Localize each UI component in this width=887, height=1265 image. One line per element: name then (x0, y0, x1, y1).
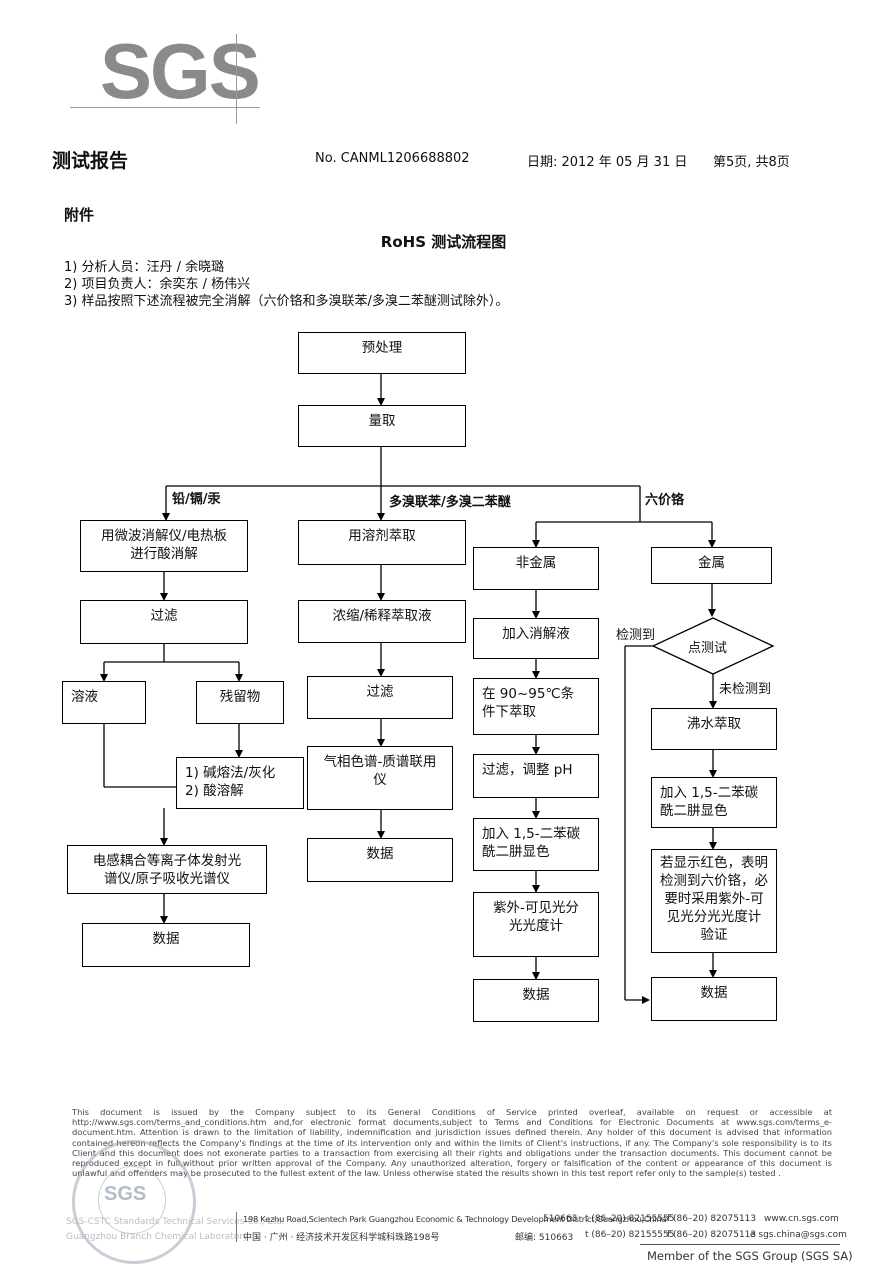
logo-divider-vertical (236, 34, 237, 124)
box-filter-adjust-ph: 过滤，调整 pH (473, 754, 599, 798)
box-filter-col1: 过滤 (80, 600, 248, 644)
diamond-spot-test: 点测试 (688, 641, 728, 656)
box-uv-vis: 紫外-可见光分光光度计 (473, 892, 599, 957)
box-acid-digestion: 用微波消解仪/电热板进行酸消解 (80, 520, 248, 572)
footer-email: e sgs.china@sgs.com (750, 1230, 847, 1240)
box-icp-aas: 电感耦合等离子体发射光谱仪/原子吸收光谱仪 (67, 845, 267, 894)
box-solution: 溶液 (62, 681, 146, 724)
note-project-lead: 2) 项目负责人：余奕东 / 杨伟兴 (64, 277, 251, 292)
label-detected: 检测到 (616, 628, 656, 643)
company-seal-inner-ring (98, 1166, 166, 1234)
annex-heading: 附件 (64, 206, 95, 224)
logo-divider-horizontal (70, 107, 260, 108)
box-filter-col2: 过滤 (307, 676, 453, 719)
box-red-color-verification: 若显示红色，表明检测到六价铬，必要时采用紫外-可见光分光光度计验证 (651, 849, 777, 953)
footer-tel-en: t (86–20) 82155555 (585, 1214, 675, 1224)
footer-divider (236, 1212, 237, 1242)
seal-logo-text: SGS (104, 1183, 147, 1205)
note-sample-digestion: 3) 样品按照下述流程被完全消解（六价铬和多溴联苯/多溴二苯醚测试除外）。 (64, 294, 509, 309)
footer-website: www.cn.sgs.com (764, 1214, 839, 1224)
member-divider (640, 1244, 840, 1245)
box-data-col2: 数据 (307, 838, 453, 882)
box-concentrate-dilute: 浓缩/稀释萃取液 (298, 600, 466, 643)
label-pb-cd-hg: 铅/镉/汞 (172, 492, 221, 507)
footer-member: Member of the SGS Group (SGS SA) (647, 1249, 853, 1263)
footer-postcode-en: 510663 (543, 1214, 578, 1224)
footer-address-cn: 中国 · 广州 · 经济技术开发区科学城科珠路198号 (243, 1233, 440, 1243)
label-not-detected: 未检测到 (719, 682, 772, 697)
footer-fax-en: f (86–20) 82075113 (667, 1214, 757, 1224)
box-diphenylcarbazide-col3: 加入 1,5-二苯碳酰二肼显色 (473, 818, 599, 871)
footer-address-en: 198 Kezhu Road,Scientech Park Guangzhou … (243, 1214, 667, 1224)
footer-postcode-cn: 邮编: 510663 (515, 1233, 574, 1243)
box-data-col3: 数据 (473, 979, 599, 1022)
report-number: No. CANML1206688802 (315, 151, 470, 166)
report-title: 测试报告 (52, 150, 129, 172)
box-data-col1: 数据 (82, 923, 250, 967)
box-data-col4: 数据 (651, 977, 777, 1021)
sgs-logo: SGS (100, 27, 261, 115)
footer-company-en: SGS-CSTC Standards Technical Services Co… (66, 1217, 285, 1227)
footer-company-lab: Guangzhou Branch Chemical Laboratory (66, 1232, 249, 1242)
box-weigh: 量取 (298, 405, 466, 447)
report-date: 日期: 2012 年 05 月 31 日 (527, 155, 688, 170)
label-cr6: 六价铬 (645, 493, 685, 508)
footer-tel-cn: t (86–20) 82155555 (585, 1230, 675, 1240)
footer-fax-cn: f (86–20) 82075113 (667, 1230, 757, 1240)
box-boiling-water-extraction: 沸水萃取 (651, 708, 777, 750)
box-pretreatment: 预处理 (298, 332, 466, 374)
box-nonmetal: 非金属 (473, 547, 599, 590)
box-residue: 残留物 (196, 681, 284, 724)
label-pbb-pbde: 多溴联苯/多溴二苯醚 (389, 495, 511, 510)
note-analysts: 1) 分析人员：汪丹 / 余晓璐 (64, 260, 225, 275)
page-number: 第5页, 共8页 (713, 155, 790, 170)
footer-disclaimer: This document is issued by the Company s… (72, 1107, 832, 1179)
flowchart-title: RoHS 测试流程图 (380, 233, 507, 251)
box-add-digestion-solution: 加入消解液 (473, 618, 599, 659)
box-metal: 金属 (651, 547, 772, 584)
company-seal (72, 1140, 196, 1264)
box-solvent-extraction: 用溶剂萃取 (298, 520, 466, 565)
box-diphenylcarbazide-col4: 加入 1,5-二苯碳酰二肼显色 (651, 777, 777, 828)
box-extract-90-95: 在 90~95℃条件下萃取 (473, 678, 599, 735)
box-gc-ms: 气相色谱-质谱联用仪 (307, 746, 453, 810)
